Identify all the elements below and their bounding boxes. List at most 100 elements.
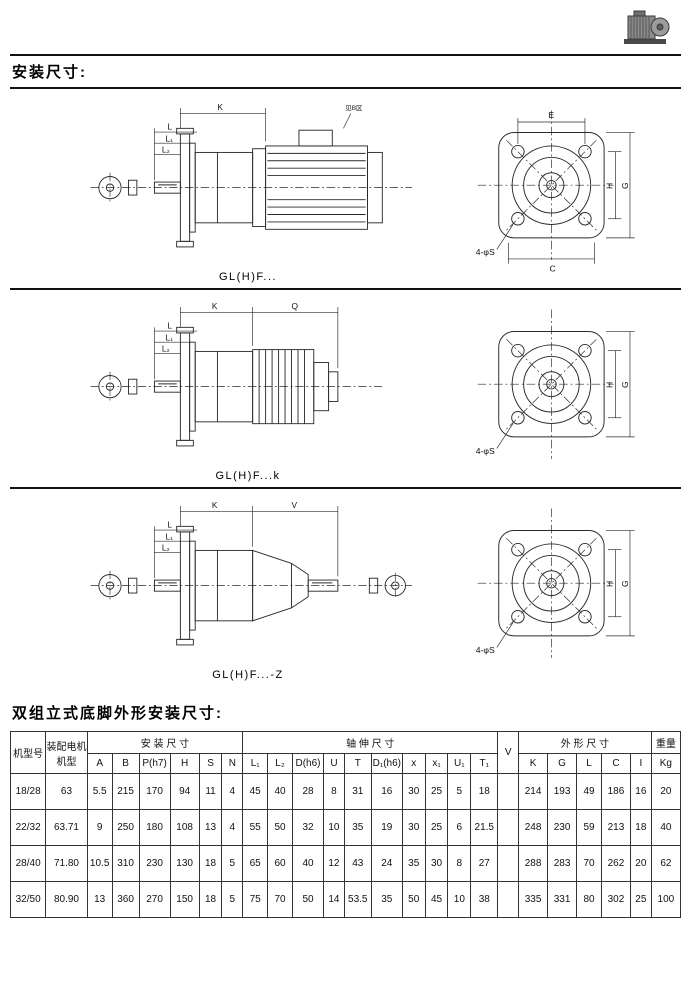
column-header: Kg <box>650 753 682 774</box>
gear-unit-body <box>153 525 339 646</box>
dim-label-k: K <box>217 102 223 112</box>
table-cell: 230 <box>138 845 171 882</box>
table-cell: 40 <box>267 773 293 810</box>
table-cell: 35 <box>343 809 372 846</box>
table-cell: 25 <box>424 773 449 810</box>
table-cell <box>497 809 520 846</box>
drawing-caption-2: GL(H)F...k <box>215 470 281 482</box>
side-view-drawing-3: K V L L₁ L₂ <box>90 500 412 646</box>
table-cell: 230 <box>547 809 578 846</box>
dim-label-h: H <box>604 183 614 189</box>
table-cell: 45 <box>242 773 269 810</box>
table-cell: 108 <box>169 809 200 846</box>
table-cell: 335 <box>518 881 549 918</box>
table-cell: 75 <box>242 881 269 918</box>
dimensions: K 见B区 L L₁ L₂ <box>154 102 363 181</box>
table-cell: 5 <box>221 881 244 918</box>
table-cell: 28 <box>291 773 325 810</box>
table-cell: 8 <box>323 773 345 810</box>
dimensions: K V L L₁ L₂ <box>154 500 339 579</box>
table-cell: 4 <box>221 773 244 810</box>
table-cell: 70 <box>267 881 293 918</box>
table-cell: 16 <box>629 773 652 810</box>
gear-unit-body <box>153 326 339 447</box>
dim-label-g: G <box>620 381 630 388</box>
dimensions: E H G C 4-φS <box>475 110 635 273</box>
column-header: A <box>86 753 113 774</box>
table-cell: 27 <box>470 845 499 882</box>
table-cell: 21.5 <box>470 809 499 846</box>
table-cell: 62 <box>650 845 682 882</box>
side-view-drawing-2: K Q L L₁ L₂ <box>90 301 383 447</box>
table-cell: 215 <box>111 773 140 810</box>
dimension-table: 机型号 装配电机机型 安 装 尺 寸 轴 伸 尺 寸 V 外 形 尺 寸 重量 … <box>9 731 682 918</box>
table-cell: 193 <box>547 773 578 810</box>
front-view-1-wrap: E H G C 4-φS <box>440 95 681 281</box>
column-header: K <box>518 753 549 774</box>
top-bar <box>10 6 681 52</box>
table-cell: 31 <box>343 773 372 810</box>
dim-label-holes: 4-φS <box>475 446 494 456</box>
table-cell: 12 <box>323 845 345 882</box>
dim-label-holes: 4-φS <box>475 247 494 257</box>
front-view-drawing-2: H G 4-φS <box>475 309 635 459</box>
dim-label-v: V <box>292 500 298 510</box>
dim-label-l1: L₁ <box>166 332 174 342</box>
front-view-drawing-1: E H G C 4-φS <box>475 110 635 273</box>
column-header: T₁ <box>470 753 499 774</box>
table-cell: 170 <box>138 773 171 810</box>
column-header: C <box>600 753 631 774</box>
dim-label-c: C <box>549 263 555 273</box>
table-cell: 310 <box>111 845 140 882</box>
column-header-model: 机型号 <box>9 731 47 774</box>
side-view-1-wrap: K 见B区 L L₁ L₂ GL(H)F... <box>10 95 440 286</box>
table-cell: 248 <box>518 809 549 846</box>
drawing-caption-3: GL(H)F...-Z <box>212 669 284 681</box>
dim-label-l: L <box>167 519 172 529</box>
front-view-3-wrap: H G 4-φS <box>440 493 681 679</box>
side-view-drawing-1: K 见B区 L L₁ L₂ <box>90 102 412 248</box>
dim-label-l1: L₁ <box>166 531 174 541</box>
table-cell: 11 <box>198 773 223 810</box>
dim-label-g: G <box>620 580 630 587</box>
column-header: N <box>221 753 244 774</box>
column-header: U₁ <box>447 753 472 774</box>
table-cell: 4 <box>221 809 244 846</box>
dim-label-holes: 4-φS <box>475 645 494 655</box>
table-cell: 50 <box>401 881 426 918</box>
table-cell: 30 <box>424 845 449 882</box>
table-cell: 25 <box>424 809 449 846</box>
table-cell: 32 <box>291 809 325 846</box>
table-cell: 32/50 <box>9 881 47 918</box>
column-header: D(h6) <box>291 753 325 774</box>
table-group-header-row: 机型号 装配电机机型 安 装 尺 寸 轴 伸 尺 寸 V 外 形 尺 寸 重量 <box>9 731 682 774</box>
drawing-section-1: K 见B区 L L₁ L₂ GL(H)F... <box>10 91 681 290</box>
dim-label-e: E <box>548 110 554 120</box>
table-cell: 213 <box>600 809 631 846</box>
section-heading-install: 安装尺寸: <box>12 64 87 81</box>
table-cell: 45 <box>424 881 449 918</box>
side-view-3-wrap: K V L L₁ L₂ GL(H)F...-Z <box>10 493 440 684</box>
group-header-install: 安 装 尺 寸 <box>86 731 244 754</box>
column-header: I <box>629 753 652 774</box>
table-cell: 53.5 <box>343 881 372 918</box>
column-header: U <box>323 753 345 774</box>
table-cell: 288 <box>518 845 549 882</box>
table-cell: 55 <box>242 809 269 846</box>
table-cell: 50 <box>267 809 293 846</box>
table-cell: 6 <box>447 809 472 846</box>
table-cell: 25 <box>629 881 652 918</box>
table-cell: 59 <box>576 809 602 846</box>
motor-photo-icon <box>624 10 670 44</box>
table-cell: 10 <box>447 881 472 918</box>
dim-label-q: Q <box>292 301 299 311</box>
table-cell: 13 <box>86 881 113 918</box>
table-cell: 10.5 <box>86 845 113 882</box>
dim-label-h: H <box>604 382 614 388</box>
dim-label-l2: L₂ <box>162 144 170 154</box>
table-cell: 40 <box>291 845 325 882</box>
